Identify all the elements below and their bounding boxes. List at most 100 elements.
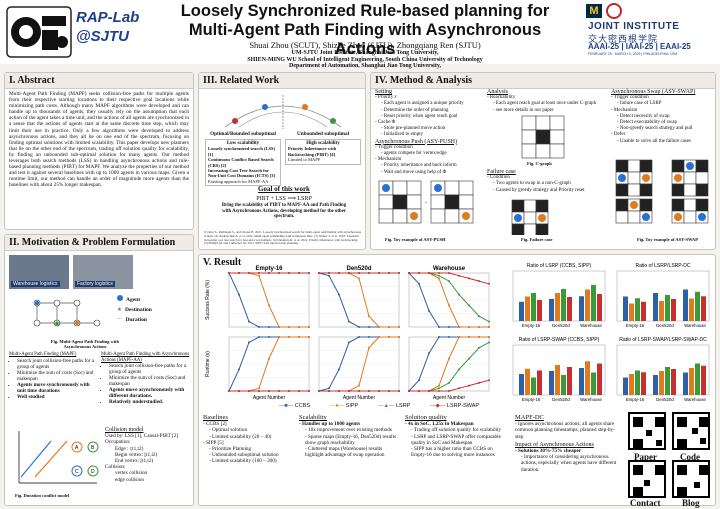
failure-block: Failure case - Condition - Two agents to… [487,169,603,194]
legend-lsrp-label: LSRP [395,403,411,409]
chart-title: Warehouse [433,266,466,272]
data-point [338,368,340,371]
list-item: Minimize the sum of costs (Soc) and make… [109,375,191,387]
legend-lsrp-swap-label: LSRP-SWAP [446,403,480,409]
ratio-bar [659,301,664,321]
ratio-bar [537,370,542,395]
ratio-bar [635,370,640,395]
svg-text:B: B [91,445,95,451]
vertex-collision: vertex collision [115,470,148,477]
poster-title: Loosely Synchronized Rule-based planning… [170,2,560,59]
y-axis-label: Success Rate (%) [205,280,211,320]
data-point [448,280,450,283]
figure-caption: Fig. Multi-Agent Path Finding with Async… [50,339,120,349]
cache-item: Store pre-planned move action [383,126,446,132]
occupation-edge: Edge : {t1,t2} [115,445,145,452]
data-point [418,390,420,392]
ratio-chart-title: Ratio of LSRP/LSRP-DC [635,263,690,269]
list-item: Search joint collision-free paths for a … [109,363,191,375]
ratio-tick-label: Den520d [656,397,674,402]
data-point [318,272,320,274]
data-point [358,336,360,338]
data-point [388,336,390,338]
asy-swap-caption: Fig. Toy example of ASY-SWAP [637,237,698,242]
data-point [438,326,440,328]
motivation-section: II. Motivation & Problem Formulation War… [4,234,194,506]
duration-conflict-figure: AC BD [18,431,99,484]
legend-duration: ⋯Duration [117,317,147,323]
ratio-tick-label: Den520d [656,323,674,328]
trigger-item: agents compete for vertex/edge [383,151,447,157]
ratio-bar [689,368,694,395]
data-point [388,326,390,328]
data-point [488,379,490,382]
code-qr-code[interactable] [672,412,710,450]
ratio-bar [567,367,572,395]
swap-mechanism-label: Mechanism [613,107,638,113]
data-point [248,341,250,344]
data-point [438,274,440,277]
failure-caption: Fig. Failure case [521,237,553,242]
svg-text:D: D [91,469,95,475]
ratio-chart-title: Ratio of LSRP-SWAP (CCBS, SIPP) [519,337,600,343]
data-point [268,272,270,274]
data-point [348,390,350,392]
data-point [258,390,260,392]
data-point [378,272,380,274]
conference-name: AAAI-25 | IAAI-25 | EAAI-25 [588,42,691,51]
data-point [378,336,380,338]
swap-mechanism-item: Detect executability of swap [619,120,677,126]
data-point [368,315,370,318]
data-point [448,304,450,307]
ratio-bar [641,372,646,395]
ratio-bar [597,294,602,321]
low-scalability: Low scalability [226,141,260,146]
data-point [408,390,410,392]
asy-swap-heading: Asynchronous Swap (ASY-SWAP) [611,89,696,95]
swap-defer-label: Defer [613,132,626,138]
chart-legend: —■— CCBS —●— SIPP —▲— LSRP —◆— LSRP-SWAP [269,403,489,409]
ratio-bar [561,375,566,395]
data-point [468,384,470,387]
ratio-bar [579,296,584,321]
ratio-bar [623,296,628,321]
data-point [368,390,370,392]
paper-qr-code[interactable] [628,412,666,450]
data-point [268,326,270,328]
joint-institute-logo: JOINT INSTITUTE [588,21,680,32]
paper-qr-label: Paper [634,452,657,462]
sjtu-seal-logo [606,3,622,19]
data-point [488,320,490,323]
affiliations: UM-SJTU Joint Institute, Shanghai Jiao T… [170,50,560,70]
method-section: IV. Method & Analysis Setting - Priority… [370,72,716,250]
blog-qr-code[interactable] [672,460,710,498]
priority-item: Reset priority when agent reach goal [383,113,458,119]
ratio-chart-title: Ratio of LSRP (CCBS, SIPP) [527,263,592,269]
data-point [358,390,360,392]
solution-quality-heading: Solution quality [405,414,447,421]
baseline-item: Prioritize Planning [212,446,252,453]
impact-heading: Impact of Asynchronous Actions [515,441,594,448]
data-point [478,280,480,283]
data-point [228,272,230,274]
ratio-tick-label: Den520d [552,397,570,402]
ratio-bar [701,365,706,395]
ratio-bar [555,365,560,395]
ratio-bar [653,375,658,395]
reachability-item: see more details in our paper [495,107,554,113]
priority-item: Each agent is assigned a unique priority [383,101,464,107]
occupation-label: Occupation: [105,439,131,446]
data-point [428,352,430,355]
section-title: II. Motivation & Problem Formulation [5,235,193,251]
data-point [328,390,330,392]
occupation-end: End vertex: [t1,t2) [115,458,154,465]
legend-lsrp-swap: —◆— LSRP-SWAP [430,403,480,409]
list-item: Search joint collision-free paths for a … [17,358,97,370]
impact-item: Importance of considering asynchronous a… [521,454,617,473]
data-point [308,272,310,274]
ratio-bar [525,368,530,395]
data-point [328,274,330,277]
list-item: Agents move synchronously with unit time… [17,382,97,394]
contact-qr-code[interactable] [628,460,666,498]
goal-heading: Goal of this work [258,185,310,193]
